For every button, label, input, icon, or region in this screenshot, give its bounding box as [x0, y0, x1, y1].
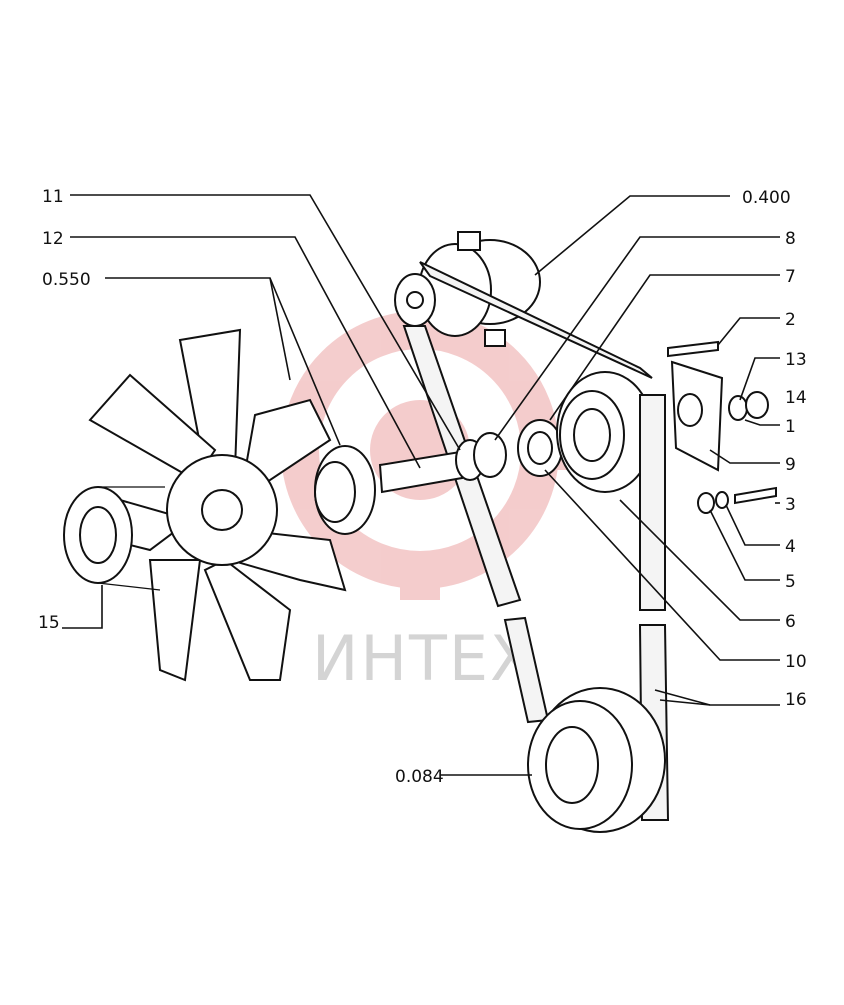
stud-2 [667, 340, 719, 358]
callout-14: 14 [785, 388, 807, 408]
callout-2: 2 [785, 310, 796, 330]
crank-pulley [527, 687, 666, 833]
callout-0550: 0.550 [42, 270, 91, 290]
callout-5: 5 [785, 572, 796, 592]
callout-6: 6 [785, 612, 796, 632]
washer-13 [728, 395, 748, 421]
stud-3 [734, 486, 777, 505]
callout-4: 4 [785, 537, 796, 557]
fan [88, 328, 347, 682]
bracket [670, 360, 724, 472]
callout-0400: 0.400 [742, 188, 791, 208]
spacer-flange [63, 486, 165, 591]
callout-16: 16 [785, 690, 807, 710]
callout-8: 8 [785, 229, 796, 249]
callout-1: 1 [785, 417, 796, 437]
shaft [378, 419, 563, 494]
callout-0084: 0.084 [395, 767, 444, 787]
fan-hub [314, 445, 376, 535]
pump-pulley [556, 371, 654, 493]
nut-5 [697, 492, 715, 514]
callout-13: 13 [785, 350, 807, 370]
callout-12: 12 [42, 229, 64, 249]
callout-3: 3 [785, 495, 796, 515]
callout-15: 15 [38, 613, 60, 633]
alternator [394, 231, 541, 347]
callout-9: 9 [785, 455, 796, 475]
callout-10: 10 [785, 652, 807, 672]
watermark-text: ИНТЕХ [312, 622, 535, 695]
washer-4 [715, 491, 729, 509]
callout-7: 7 [785, 267, 796, 287]
nut-14 [745, 391, 769, 419]
leader-lines [62, 194, 780, 776]
callout-11: 11 [42, 187, 64, 207]
